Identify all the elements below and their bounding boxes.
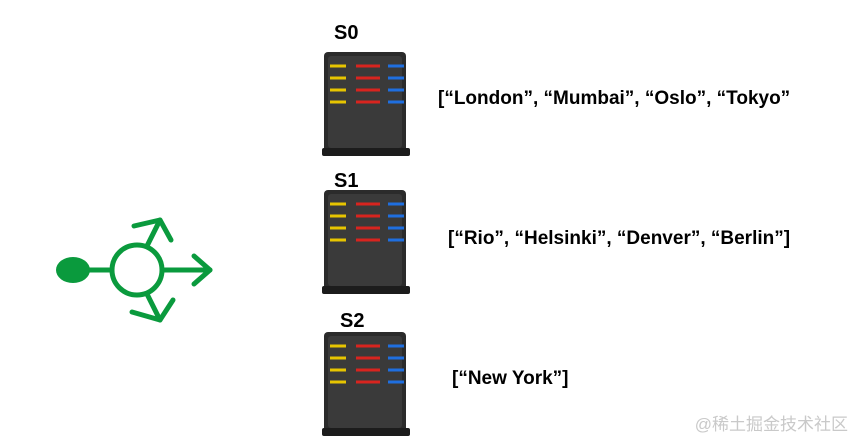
server-s0-cities: [“London”, “Mumbai”, “Oslo”, “Tokyo” bbox=[438, 88, 791, 109]
router-split-icon bbox=[56, 217, 213, 323]
watermark: @稀土掘金技术社区 bbox=[694, 415, 848, 434]
server-icon bbox=[322, 190, 410, 294]
server-label-s1: S1 bbox=[334, 170, 359, 192]
server-s2-cities: [“New York”] bbox=[452, 368, 569, 389]
server-s1-cities: [“Rio”, “Helsinki”, “Denver”, “Berlin”] bbox=[448, 228, 791, 249]
server-icon bbox=[322, 52, 410, 156]
server-label-s0: S0 bbox=[334, 22, 359, 44]
server-label-s2: S2 bbox=[340, 310, 365, 332]
server-icon bbox=[322, 332, 410, 436]
